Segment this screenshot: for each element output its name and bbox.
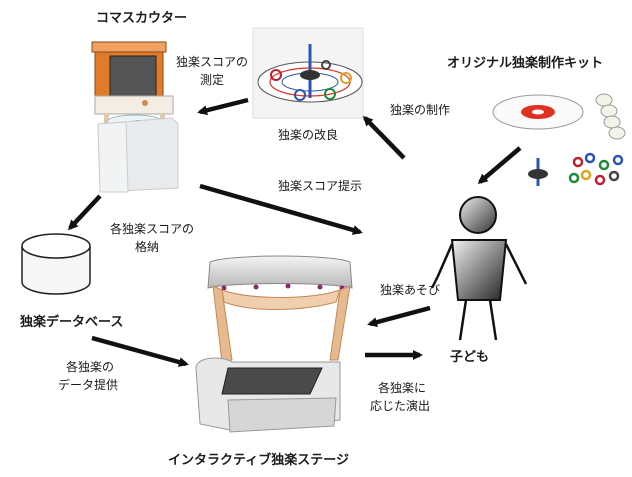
top-making-kit-illustration — [492, 93, 626, 186]
arrow-play — [367, 305, 431, 328]
label-effect-line2: 応じた演出 — [370, 399, 431, 413]
flow-arrows — [67, 97, 522, 367]
arrow-make — [477, 146, 522, 184]
interactive-stage-illustration — [195, 255, 353, 433]
label-store-line2: 格納 — [135, 240, 160, 254]
label-measure-line2: 測定 — [200, 73, 225, 87]
arrow-improve — [362, 115, 406, 160]
label-present: 独楽スコア提示 — [278, 179, 363, 193]
arrow-measure — [197, 97, 249, 116]
label-store-line1: 各独楽スコアの — [110, 222, 195, 236]
child-title: 子ども — [450, 350, 490, 365]
stage-title: インタラクティブ独楽ステージ — [168, 453, 349, 468]
label-effect-line1: 各独楽に — [378, 381, 427, 395]
label-play: 独楽あそび — [380, 283, 441, 297]
label-provide-line1: 各独楽の — [66, 360, 115, 374]
top-on-disc-illustration — [252, 27, 364, 119]
koma-scouter-illustration — [91, 41, 179, 193]
database-illustration — [21, 233, 91, 295]
child-figure — [430, 196, 528, 341]
arrow-present — [199, 183, 363, 235]
counter-title: コマスカウター — [96, 11, 188, 26]
label-make: 独楽の制作 — [390, 103, 451, 117]
kit-title: オリジナル独楽制作キット — [447, 56, 604, 71]
label-measure-line1: 独楽スコアの — [176, 55, 249, 69]
arrow-store — [67, 194, 102, 231]
database-title: 独楽データベース — [20, 315, 124, 330]
label-improve: 独楽の改良 — [278, 128, 339, 142]
arrow-provide — [91, 335, 189, 367]
label-provide-line2: データ提供 — [58, 378, 119, 392]
